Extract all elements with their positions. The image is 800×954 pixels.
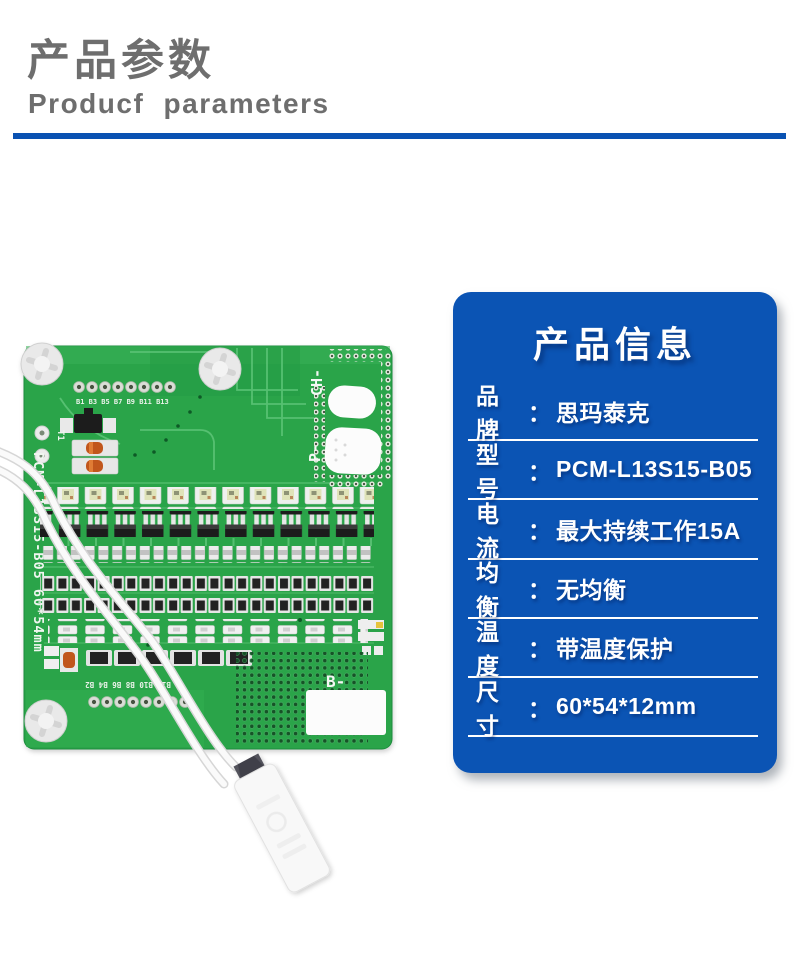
pcb-photo: B1 B3 B5 B7 B9 B11 B13: [0, 330, 393, 893]
card-title: 产品信息: [532, 324, 697, 365]
resistor: [71, 439, 119, 457]
spec-label: 均 衡: [476, 560, 499, 621]
spec-label: 温 度: [476, 619, 499, 680]
transistor: [60, 408, 116, 433]
t1-label: T1: [55, 430, 65, 441]
bottom-pad-labels: B12 B10 B8 B6 B4 B2: [85, 680, 171, 689]
spec-row-temperature: 温 度 ：带温度保护: [468, 619, 758, 679]
thermistor: [233, 753, 330, 893]
spec-value: 最大持续工作15A: [556, 517, 741, 544]
spec-colon: ：: [528, 517, 551, 544]
solder-pad-p: [324, 427, 382, 475]
spec-label: 尺 寸: [476, 678, 499, 739]
spec-label: 电 流: [476, 500, 499, 561]
thermistor-wire: [0, 447, 241, 789]
solder-pad-ch: [328, 385, 376, 419]
p-minus-label: P-: [306, 444, 324, 462]
top-pad-labels: B1 B3 B5 B7 B9 B11 B13: [76, 398, 169, 406]
spec-colon: ：: [528, 636, 551, 663]
spec-label: 品 牌: [476, 382, 499, 443]
product-info-card: 产品信息 品 牌：思玛泰克 型 号：PCM-L13S15-B05 电 流：最大持…: [453, 292, 777, 773]
spec-row-balance: 均 衡 ：无均衡: [468, 560, 758, 620]
spec-colon: ：: [528, 458, 551, 485]
pcb-board: B1 B3 B5 B7 B9 B11 B13: [21, 343, 393, 750]
screw-hole: [25, 700, 67, 742]
smd-row: [42, 546, 374, 563]
solder-pad-b: [306, 690, 386, 735]
spec-row-size: 尺 寸 ：60*54*12mm: [468, 678, 758, 739]
spec-value: 无均衡: [556, 577, 627, 604]
spec-colon: ：: [528, 577, 551, 604]
spec-rows: 品 牌：思玛泰克 型 号：PCM-L13S15-B05 电 流：最大持续工作15…: [468, 382, 758, 739]
page-subtitle: Producf parameters: [28, 88, 330, 119]
spec-value: 带温度保护: [556, 636, 674, 663]
page-title: 产品参数: [27, 37, 215, 85]
spec-row-current: 电 流 ：最大持续工作15A: [468, 500, 758, 561]
screw-hole: [199, 348, 241, 390]
smd-row: [44, 487, 374, 509]
screw-hole: [21, 343, 63, 385]
spec-value: PCM-L13S15-B05: [556, 456, 753, 483]
spec-colon: ：: [528, 399, 551, 426]
spec-row-brand: 品 牌 ：思玛泰克: [468, 382, 758, 443]
resistor: [71, 457, 119, 475]
b-minus-label: B-: [326, 672, 345, 691]
spec-value: 60*54*12mm: [556, 693, 697, 720]
smd-row: [48, 619, 368, 643]
bottom-components: [44, 646, 252, 672]
smd-row: [40, 569, 374, 591]
spec-row-model: 型 号 ：PCM-L13S15-B05: [468, 441, 758, 502]
spec-label: 型 号: [476, 441, 499, 502]
smd-row: [40, 511, 374, 537]
blue-divider: [13, 133, 786, 139]
ch-minus-label: CH-: [308, 369, 326, 396]
spec-value: 思玛泰克: [556, 399, 650, 426]
spec-colon: ：: [528, 695, 551, 722]
